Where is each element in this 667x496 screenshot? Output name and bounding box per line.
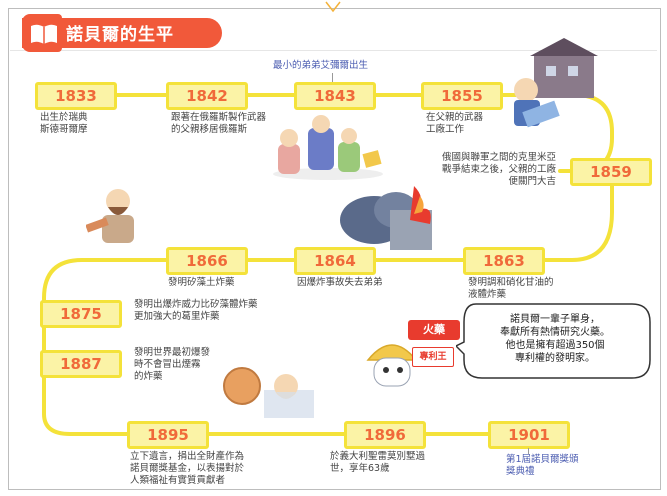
- caption-1866: 發明矽藻土炸藥: [168, 277, 235, 288]
- elder-nobel-illustration: [223, 367, 314, 418]
- factory-illustration: [514, 38, 598, 128]
- year-marker-1896: 1896: [344, 421, 426, 449]
- caption-1887: 發明世界最初爆發 時不會冒出煙霧 的炸藥: [134, 347, 211, 382]
- caption-1855: 在父親的武器 工廠工作: [426, 112, 484, 135]
- year-marker-1887: 1887: [40, 350, 122, 378]
- caption-1859: 俄國與聯軍之間的克里米亞 戰爭結束之後，父親的工廠 便關門大吉: [441, 152, 556, 187]
- nobel-inventor-illustration: [86, 189, 134, 243]
- caption-1895: 立下遺言，捐出全財產作為 諾貝爾獎基金，以表揚對於 人類福祉有實質貢獻者: [130, 451, 245, 486]
- caption-1901-pointer: [528, 448, 529, 454]
- year-marker-1866: 1866: [166, 247, 248, 275]
- year-marker-1843: 1843: [294, 82, 376, 110]
- year-marker-1863: 1863: [463, 247, 545, 275]
- year-marker-1895: 1895: [127, 421, 209, 449]
- explosion-illustration: [340, 186, 432, 250]
- speech-bubble-text: 諾貝爾一輩子單身， 奉獻所有熱情研究火藥。 他也是擁有超過350個 專利權的發明…: [500, 314, 610, 364]
- year-marker-1875: 1875: [40, 300, 122, 328]
- mascot-illustration: [366, 344, 418, 387]
- year-marker-1859: 1859: [570, 158, 652, 186]
- caption-1896: 於義大利聖雷莫別墅過 世，享年63歲: [330, 451, 426, 474]
- year-marker-1833: 1833: [35, 82, 117, 110]
- caption-1901: 第1屆諾貝爾獎頒 獎典禮: [506, 454, 579, 477]
- year-marker-1855: 1855: [421, 82, 503, 110]
- year-marker-1864: 1864: [294, 247, 376, 275]
- header-divider: [10, 50, 657, 51]
- patent-king-badge: 專利王: [412, 347, 454, 367]
- year-marker-1842: 1842: [166, 82, 248, 110]
- page-title: 諾貝爾的生平: [66, 25, 174, 45]
- open-book-icon: [31, 24, 57, 44]
- caption-1842: 跟著在俄羅斯製作武器 的父親移居俄羅斯: [171, 112, 267, 135]
- caption-1875: 發明出爆炸威力比矽藻體炸藥 更加強大的葛里炸藥: [134, 299, 258, 322]
- chevron-down-icon: [325, 1, 341, 13]
- family-illustration: [273, 115, 383, 180]
- caption-1864: 因爆炸事故失去弟弟: [297, 277, 383, 288]
- top-note: 最小的弟弟艾彌爾出生: [273, 60, 369, 71]
- caption-1863: 發明調和硝化甘油的 液體炸藥: [468, 277, 554, 300]
- top-note-pointer: [332, 73, 333, 84]
- speech-bubble: [456, 303, 651, 379]
- caption-1833: 出生於瑞典 斯德哥爾摩: [40, 112, 88, 135]
- year-marker-1901: 1901: [488, 421, 570, 449]
- fire-label: 火藥: [408, 320, 460, 340]
